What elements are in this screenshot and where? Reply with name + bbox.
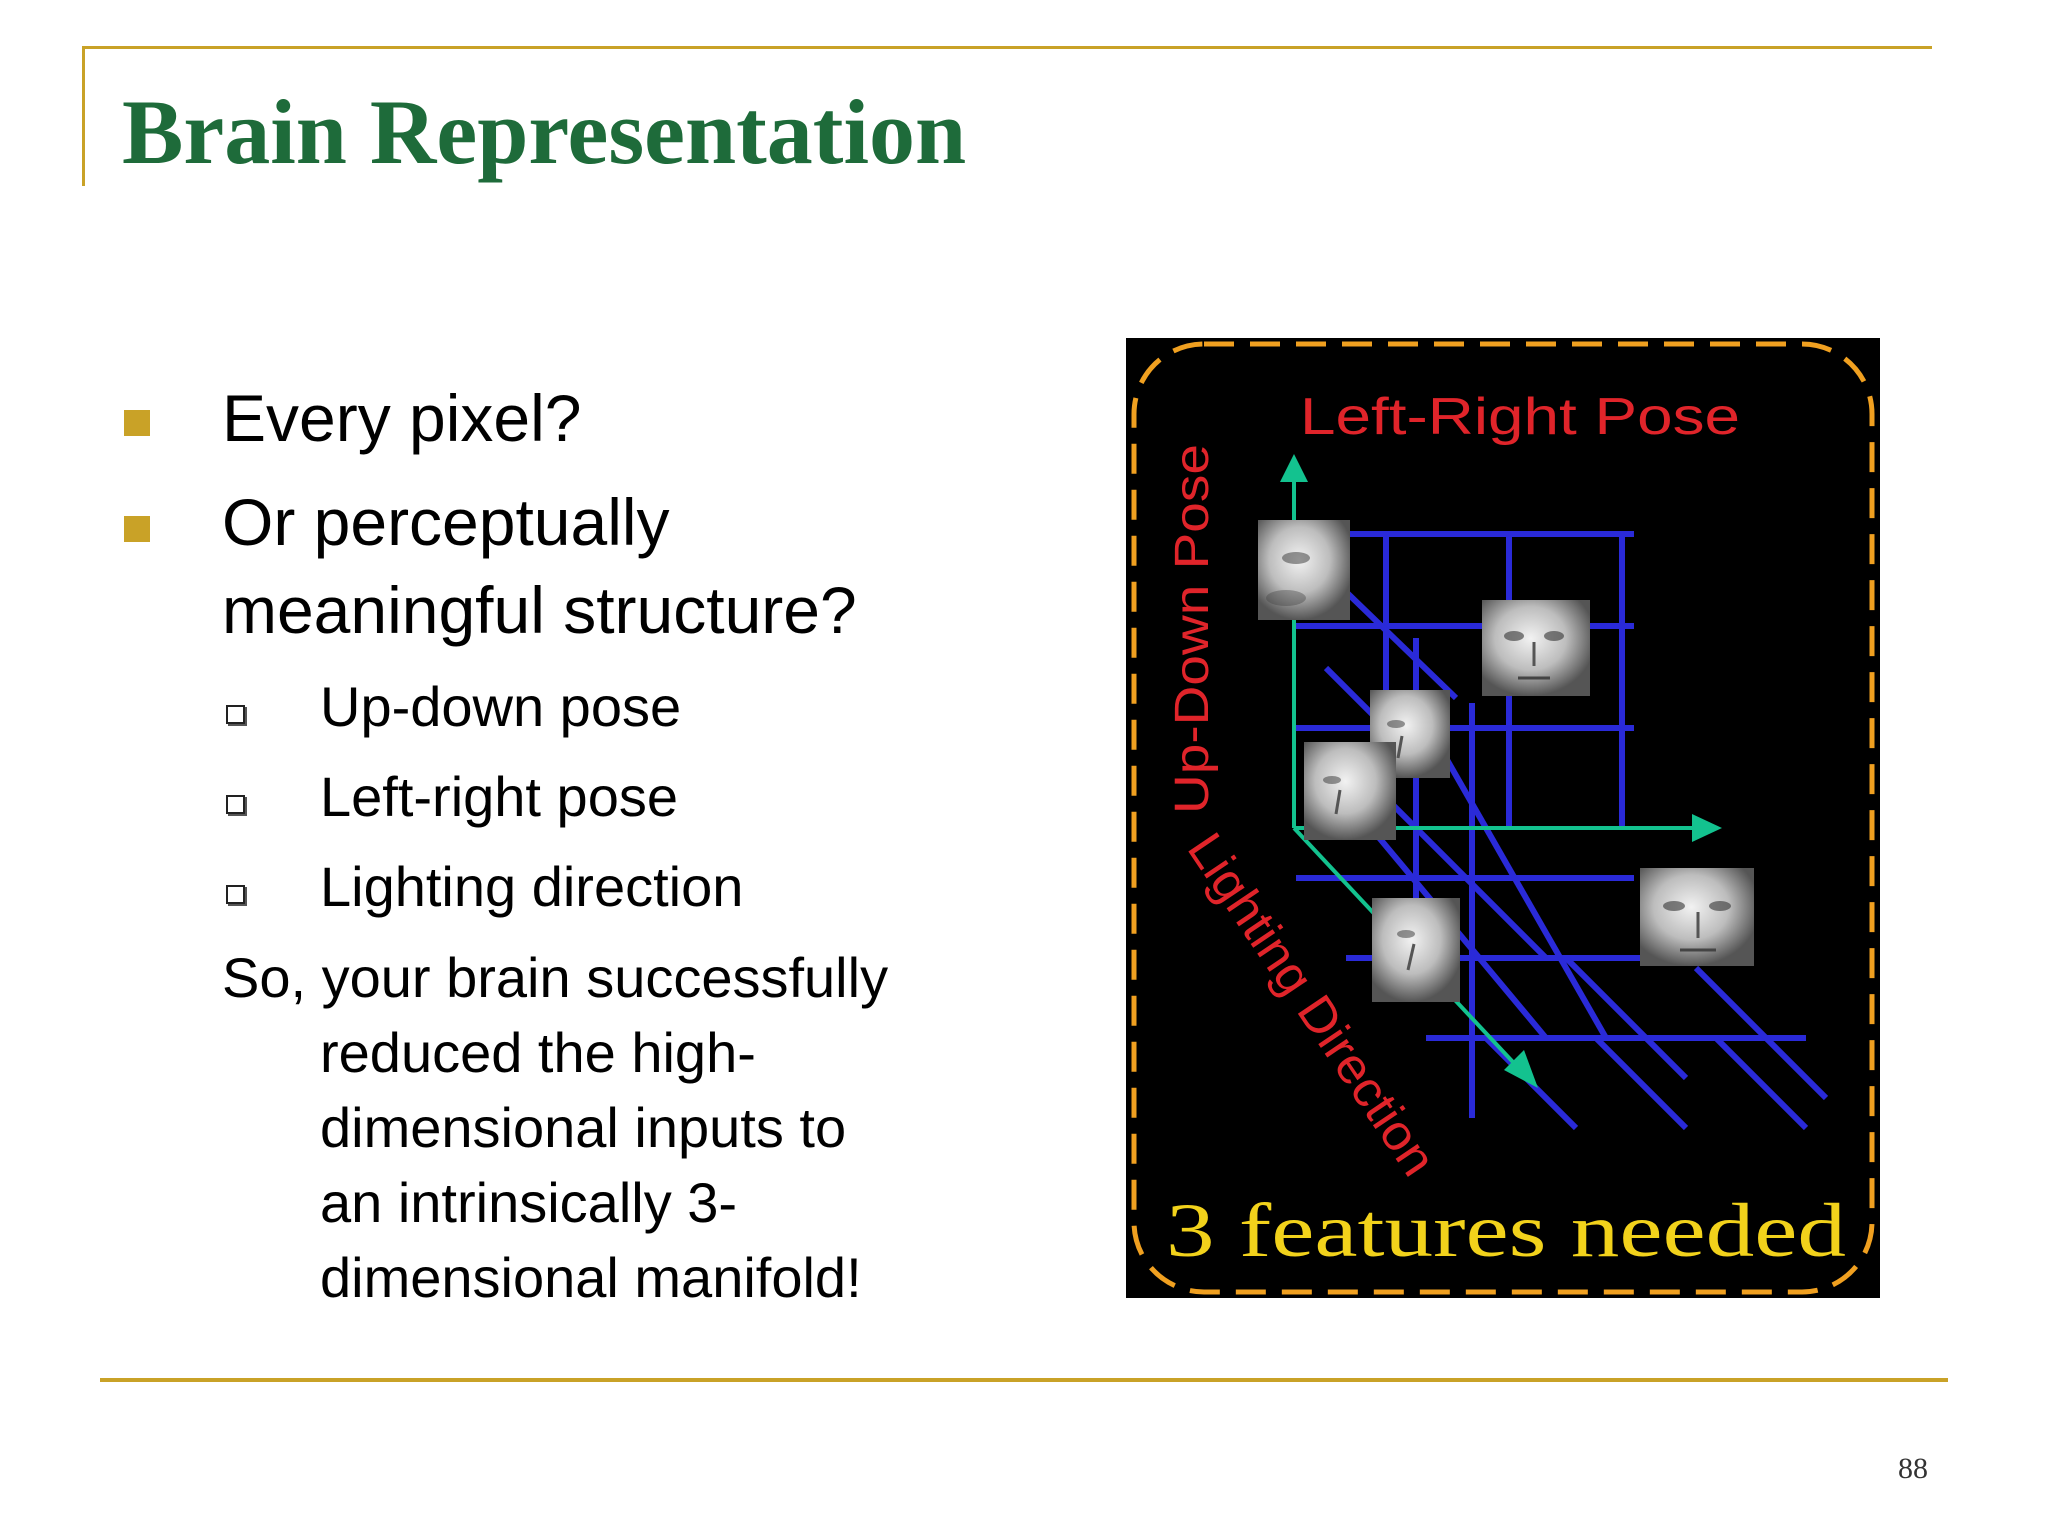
up-down-pose-label: Up-Down Pose [1166, 444, 1219, 814]
sub-bullet-1-text: Up-down pose [320, 675, 682, 738]
sub-bullet-3-text: Lighting direction [320, 855, 744, 918]
right-arrow-icon [1692, 814, 1722, 842]
face-thumbnail [1482, 600, 1590, 696]
conclusion-line-2: reduced the high- [320, 1021, 756, 1084]
top-rule [82, 46, 1932, 49]
dashed-border [1131, 341, 1875, 1295]
bullet-1-text: Every pixel? [222, 381, 582, 455]
diagonal-arrow-icon [1504, 1050, 1538, 1088]
face-thumbnail [1304, 742, 1396, 840]
face-thumbnail [1372, 898, 1460, 1002]
bullet-square-icon [124, 516, 150, 542]
conclusion-line-3: dimensional inputs to [320, 1096, 847, 1159]
manifold-diagram: Left-Right Pose Up-Down Pose Lighting Di… [1131, 341, 1875, 1295]
left-right-pose-label: Left-Right Pose [1300, 388, 1740, 446]
conclusion-line-4: an intrinsically 3- [320, 1171, 738, 1234]
checkbox-bullet-icon [226, 705, 245, 724]
bullet-2-line-2: meaningful structure? [222, 573, 857, 647]
conclusion-line-5: dimensional manifold! [320, 1246, 862, 1309]
checkbox-bullet-icon [226, 885, 245, 904]
sub-bullet-2-text: Left-right pose [320, 765, 678, 828]
bottom-rule [100, 1378, 1948, 1382]
checkbox-bullet-icon [226, 795, 245, 814]
face-images [1258, 520, 1754, 1002]
page-number: 88 [1898, 1452, 1928, 1485]
figure-caption: 3 features needed [1166, 1189, 1846, 1273]
manifold-figure: Left-Right Pose Up-Down Pose Lighting Di… [1126, 338, 1880, 1298]
left-rule [82, 46, 85, 186]
bullet-square-icon [124, 410, 150, 436]
bullet-2-line-1: Or perceptually [222, 485, 670, 559]
face-thumbnail [1258, 520, 1350, 620]
conclusion-line-1: So, your brain successfully [222, 946, 889, 1009]
up-arrow-icon [1280, 454, 1308, 482]
face-thumbnail [1640, 868, 1754, 966]
slide-title: Brain Representation [122, 81, 967, 183]
